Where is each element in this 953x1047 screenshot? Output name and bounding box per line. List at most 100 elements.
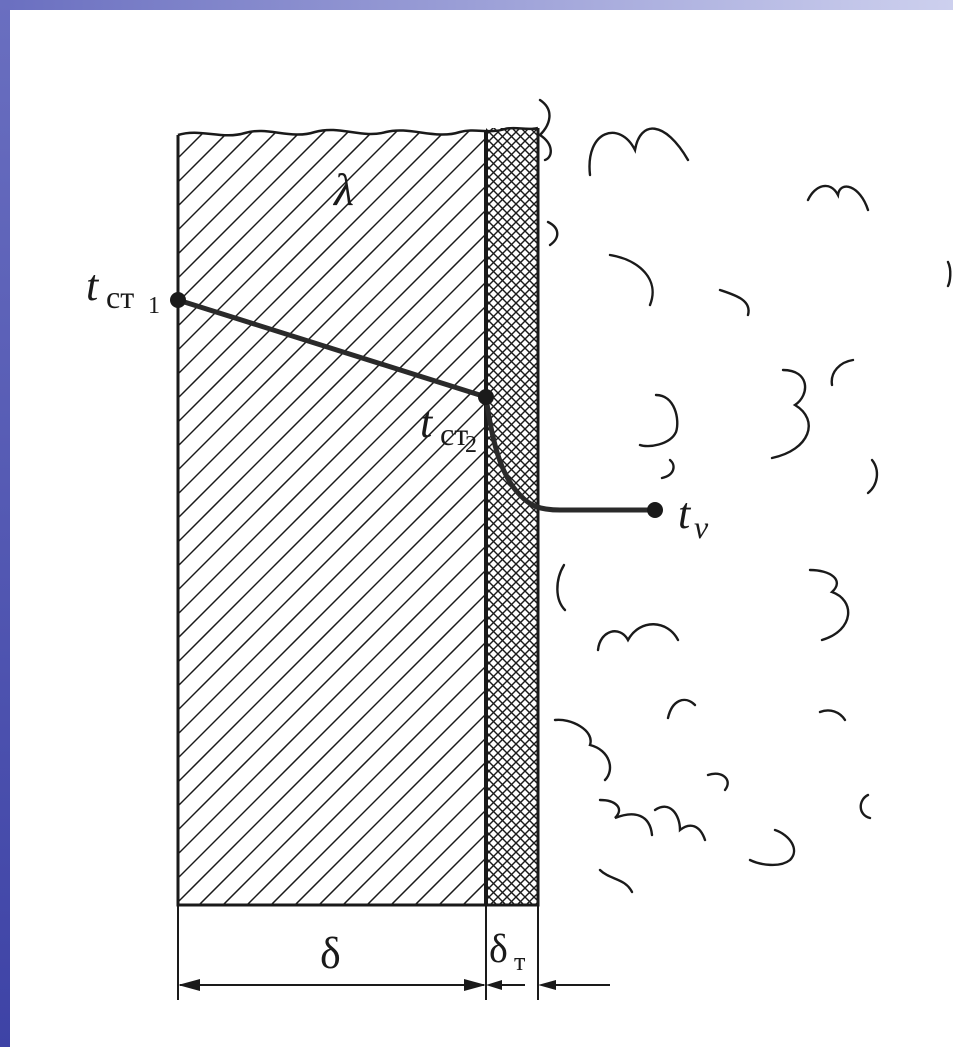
crosshatch-line	[486, 164, 538, 218]
layer-crosshatch	[0, 110, 538, 910]
crosshatch-line	[486, 235, 538, 289]
hatch-line	[178, 129, 486, 906]
crosshatch-line	[486, 208, 538, 262]
crosshatch-line	[486, 218, 538, 272]
hatch-line	[178, 129, 419, 906]
crosshatch-line	[486, 802, 538, 856]
svg-text:v: v	[694, 509, 709, 545]
hatch-line	[178, 129, 486, 906]
hatch-line	[178, 129, 371, 906]
svg-text:1: 1	[148, 293, 160, 319]
hatch-line	[289, 129, 486, 906]
crosshatch-line	[486, 730, 538, 784]
hatch-line	[178, 129, 486, 906]
crosshatch-line	[486, 479, 538, 533]
wall-hatching	[178, 110, 953, 910]
label-t-wall-1: t ст 1	[86, 261, 160, 319]
crosshatch-line	[486, 209, 538, 263]
hatch-line	[178, 129, 179, 906]
hatch-line	[193, 129, 486, 906]
crosshatch-line	[486, 542, 538, 596]
crosshatch-line	[486, 533, 538, 587]
crosshatch-line	[486, 200, 538, 254]
svg-text:ст: ст	[440, 416, 468, 452]
hatch-line	[178, 129, 486, 906]
hatch-line	[178, 129, 486, 906]
hatch-line	[178, 129, 486, 906]
hatch-line	[178, 129, 486, 906]
point-t-wall-1	[170, 292, 186, 308]
crosshatch-line	[486, 749, 538, 803]
label-t-fluid: t v	[678, 489, 709, 545]
svg-text:2: 2	[465, 432, 477, 458]
hatch-line	[178, 129, 486, 906]
crosshatch-line	[486, 470, 538, 524]
delta-label: δ	[320, 929, 341, 978]
crosshatch-line	[486, 614, 538, 668]
svg-text:т: т	[514, 947, 525, 976]
crosshatch-line	[486, 352, 538, 406]
crosshatch-line	[486, 794, 538, 848]
crosshatch-line	[486, 199, 538, 253]
svg-text:ст: ст	[106, 279, 134, 315]
hatch-line	[178, 129, 395, 906]
crosshatch-line	[486, 515, 538, 569]
crosshatch-line	[486, 766, 538, 820]
hatch-line	[178, 129, 486, 906]
hatch-line	[265, 129, 486, 906]
hatch-line	[178, 129, 486, 906]
crosshatch-line	[486, 812, 538, 866]
lambda-label: λ	[332, 164, 354, 215]
crosshatch-line	[486, 748, 538, 802]
fluid-swirls	[538, 98, 952, 894]
svg-text:t: t	[420, 398, 434, 447]
point-t-fluid	[647, 502, 663, 518]
hatch-line	[178, 129, 251, 906]
crosshatch-line	[486, 154, 538, 208]
crosshatch-line	[486, 172, 538, 226]
crosshatch-line	[486, 163, 538, 217]
hatch-line	[178, 129, 486, 906]
crosshatch-line	[486, 433, 538, 487]
hatch-line	[385, 129, 486, 906]
hatch-line	[178, 129, 486, 906]
temperature-profile-line	[175, 297, 658, 513]
label-delta-t: δ т	[489, 926, 525, 976]
crosshatch-line	[486, 226, 538, 280]
crosshatch-line	[486, 217, 538, 271]
hatch-line	[178, 129, 486, 906]
hatch-line	[674, 110, 953, 910]
hatch-line	[178, 129, 486, 906]
hatch-line	[178, 129, 486, 906]
label-t-wall-2: t ст 2	[420, 398, 477, 458]
crosshatch-line	[486, 839, 538, 893]
crosshatch-line	[486, 451, 538, 505]
crosshatch-line	[486, 803, 538, 857]
crosshatch-line	[486, 767, 538, 821]
hatch-line	[337, 129, 486, 906]
svg-text:δ: δ	[489, 926, 508, 971]
crosshatch-line	[486, 442, 538, 496]
hatch-line	[217, 129, 486, 906]
dimension-arrows	[178, 979, 556, 991]
frame-top-band	[0, 0, 953, 10]
crosshatch-line	[486, 488, 538, 542]
crosshatch-line	[486, 128, 538, 181]
hatch-line	[178, 129, 443, 906]
hatch-line	[178, 129, 486, 906]
wall-outline	[176, 128, 540, 907]
wall-break-line	[177, 126, 539, 137]
frame-left-band	[0, 0, 10, 1047]
crosshatch-line	[486, 236, 538, 290]
hatch-line	[626, 110, 953, 910]
hatch-line	[178, 129, 467, 906]
hatch-line	[178, 129, 486, 906]
crosshatch-line	[486, 227, 538, 281]
hatch-line	[241, 129, 486, 906]
crosshatch-line	[486, 739, 538, 793]
crosshatch-line	[0, 110, 475, 910]
crosshatch-line	[486, 424, 538, 478]
hatch-line	[178, 129, 486, 906]
hatch-line	[178, 129, 323, 906]
